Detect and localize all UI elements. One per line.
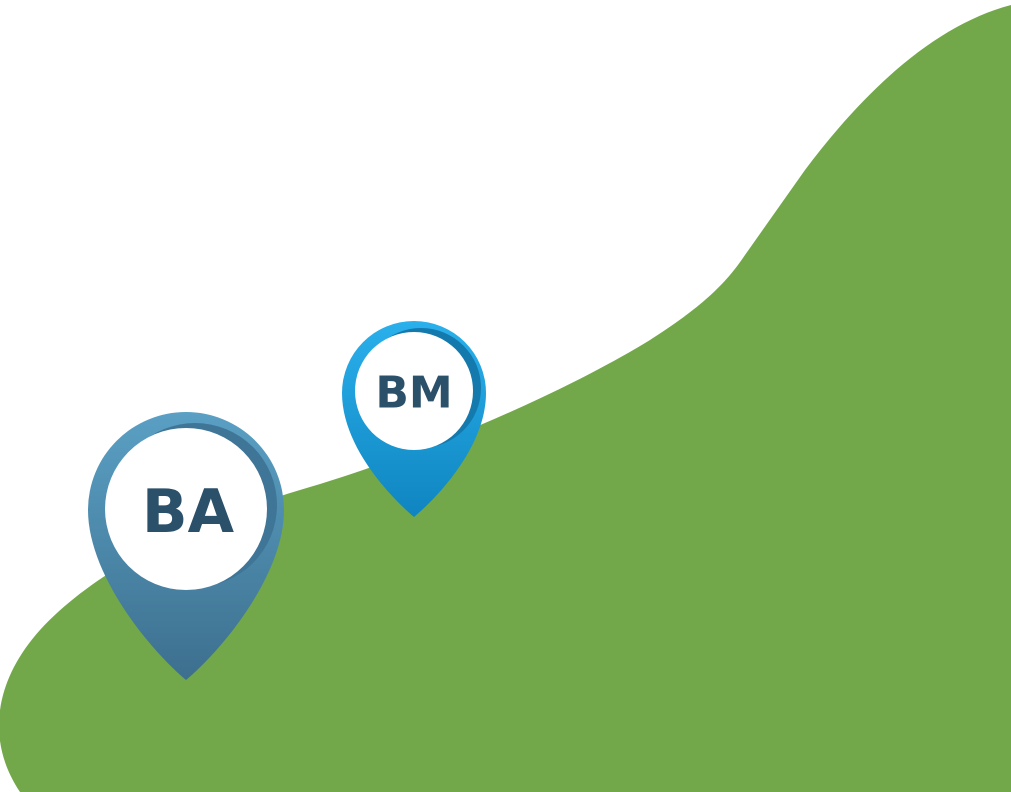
- map-pin-bm[interactable]: BM: [342, 321, 486, 517]
- pin-label-bm: BM: [375, 368, 452, 419]
- map-pin-ba[interactable]: BA: [88, 412, 284, 680]
- pin-inner-circle: [355, 332, 473, 450]
- pin-label-ba: BA: [142, 477, 235, 547]
- pin-inner-circle: [105, 428, 267, 590]
